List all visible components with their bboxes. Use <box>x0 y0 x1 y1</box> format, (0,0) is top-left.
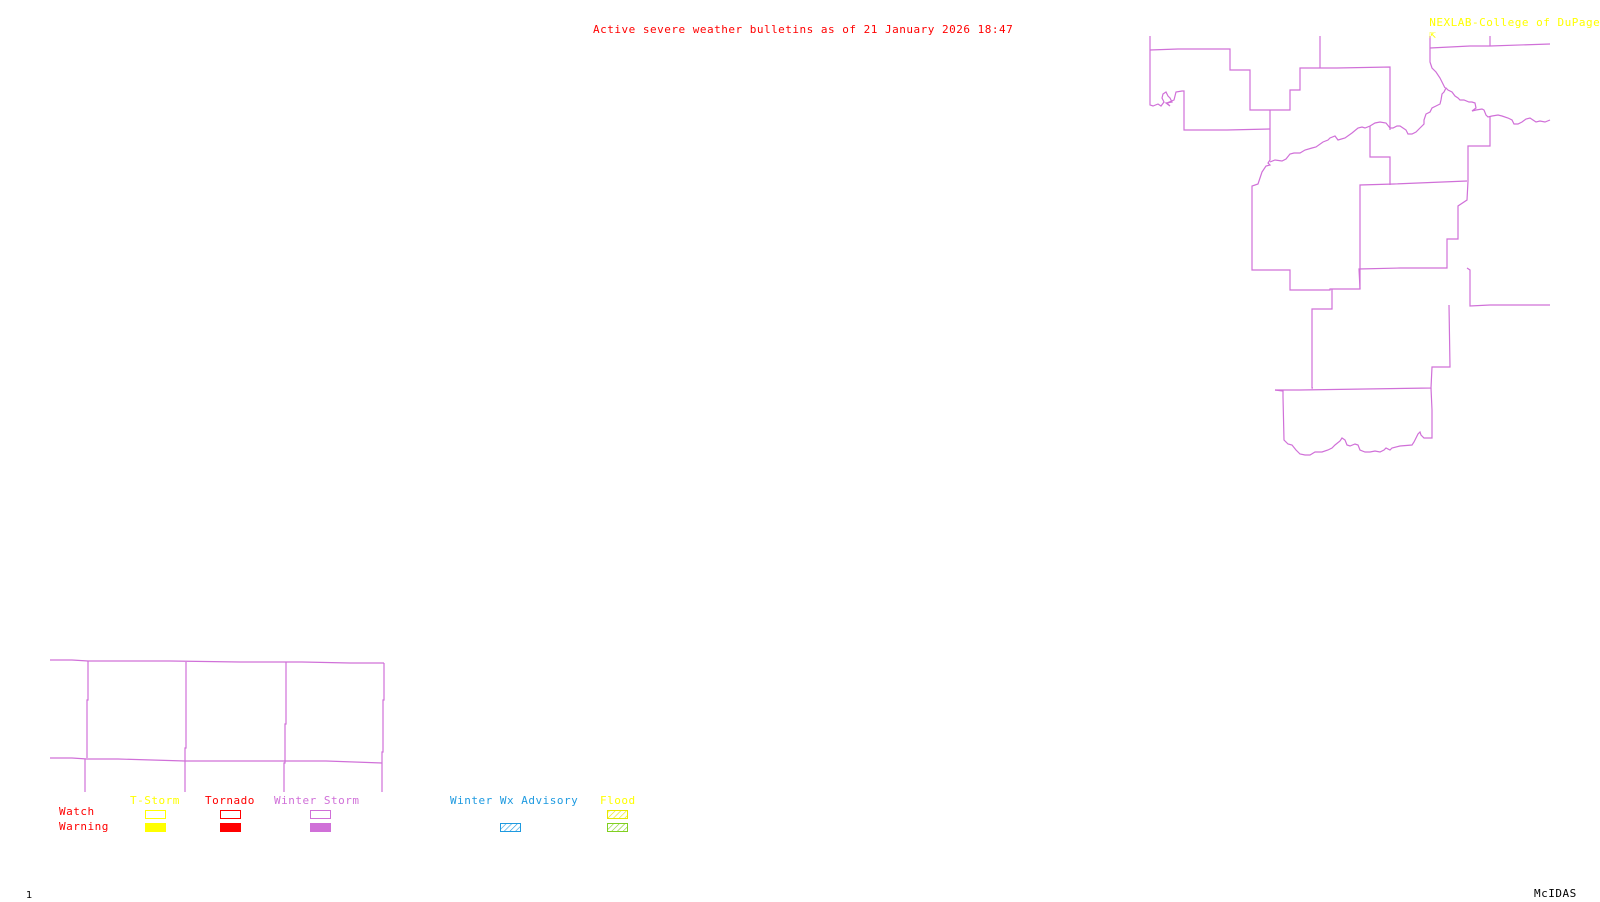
county-line <box>50 659 384 664</box>
county-line <box>1429 43 1551 49</box>
legend-label-flood: Flood <box>600 794 636 807</box>
county-line <box>50 757 383 764</box>
corner-arrow-icon: ⇱ <box>1429 28 1437 41</box>
county-line <box>1149 36 1271 131</box>
county-lines-southwest <box>50 659 385 792</box>
county-line <box>1149 48 1391 130</box>
page-title: Active severe weather bulletins as of 21… <box>593 23 1014 36</box>
county-line <box>1466 267 1550 307</box>
legend-label-winter-wx-advisory: Winter Wx Advisory <box>450 794 579 807</box>
credit-label: NEXLAB-College of DuPage ⇱ <box>1415 5 1600 41</box>
tornado-warning-swatch <box>220 823 241 832</box>
county-line <box>1429 36 1446 89</box>
county-line <box>1369 126 1391 185</box>
frame-number: 1 <box>26 890 33 901</box>
county-line <box>1358 116 1491 290</box>
tstorm-warning-swatch <box>145 823 166 832</box>
legend-label-winter-storm: Winter Storm <box>274 794 360 807</box>
flood-warning-swatch <box>607 823 628 832</box>
tornado-watch-swatch <box>220 810 241 819</box>
winter-wx-advisory-swatch <box>500 823 521 832</box>
county-line <box>86 661 89 758</box>
county-line <box>381 663 385 792</box>
winter-storm-watch-swatch <box>310 810 331 819</box>
county-line <box>184 662 187 792</box>
flood-watch-swatch <box>607 810 628 819</box>
tstorm-watch-swatch <box>145 810 166 819</box>
software-label: McIDAS <box>1534 887 1577 900</box>
county-line <box>1275 304 1451 391</box>
winter-storm-warning-swatch <box>310 823 331 832</box>
legend-label-tornado: Tornado <box>205 794 255 807</box>
county-lines-northeast <box>1149 36 1551 456</box>
legend-row-watch: Watch <box>59 805 95 818</box>
county-line <box>1274 387 1433 456</box>
credit-text: NEXLAB-College of DuPage <box>1429 16 1600 29</box>
legend-row-warning: Warning <box>59 820 109 833</box>
river-line <box>1269 86 1551 163</box>
county-line <box>1311 289 1333 389</box>
county-line <box>283 662 287 792</box>
legend-swatches <box>145 810 628 832</box>
county-line <box>1251 110 1468 291</box>
legend-label-tstorm: T-Storm <box>130 794 180 807</box>
